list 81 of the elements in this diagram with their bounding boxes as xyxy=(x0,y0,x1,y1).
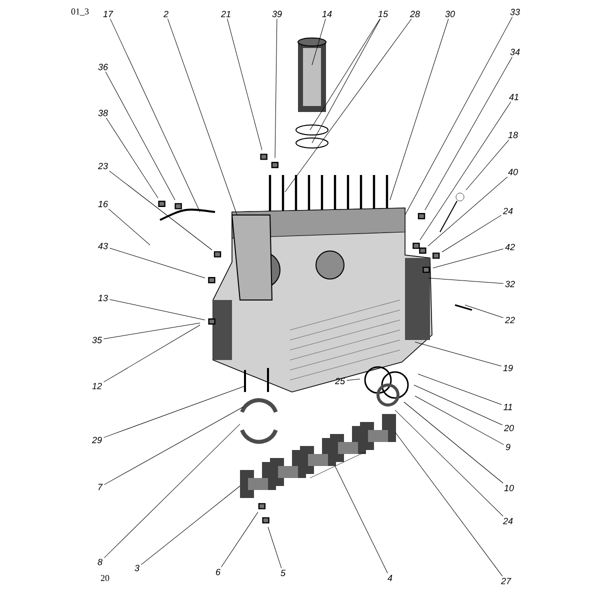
callout-number: 33 xyxy=(510,8,520,16)
callout-number: 39 xyxy=(272,10,282,18)
callout-number: 21 xyxy=(220,10,230,18)
callout-number: 41 xyxy=(509,94,518,100)
callout-number: 14 xyxy=(322,10,332,18)
leader-line xyxy=(104,406,244,485)
leader-line xyxy=(140,486,240,565)
callout-number: 25 xyxy=(334,378,346,384)
leader-line xyxy=(221,512,258,568)
callout-number: 9 xyxy=(506,444,510,450)
leader-line xyxy=(418,374,502,405)
callout-number: 15 xyxy=(378,10,388,18)
leader-line xyxy=(104,424,240,558)
callout-number: 27 xyxy=(500,578,512,584)
leader-line xyxy=(167,18,238,216)
callout-number: 24 xyxy=(502,518,513,524)
leader-line xyxy=(103,324,200,382)
leader-line xyxy=(110,18,200,212)
leader-line xyxy=(466,140,510,190)
callout-number: 7 xyxy=(98,484,103,490)
callout-number: 38 xyxy=(98,110,108,116)
callout-number: 35 xyxy=(92,336,102,344)
leader-line xyxy=(432,248,504,268)
callout-number: 40 xyxy=(508,168,518,176)
callout-number: 18 xyxy=(508,132,518,138)
leader-line xyxy=(414,342,502,366)
leader-line xyxy=(103,322,200,340)
callout-number: 22 xyxy=(504,316,515,324)
leader-line xyxy=(109,248,206,278)
callout-number: 42 xyxy=(505,244,515,250)
leader-line xyxy=(108,208,150,246)
leader-line xyxy=(428,278,504,284)
leader-line xyxy=(274,18,278,158)
callout-number: 5 xyxy=(280,570,286,576)
callout-number: 34 xyxy=(510,48,520,56)
callout-number: 4 xyxy=(388,574,392,582)
callout-number: 30 xyxy=(445,10,455,18)
leader-line xyxy=(414,384,503,426)
callout-number: 11 xyxy=(504,404,512,410)
leader-line xyxy=(312,18,326,66)
callout-number: 20 xyxy=(504,424,514,432)
leader-line xyxy=(420,102,512,240)
leader-line xyxy=(109,299,206,320)
leader-line xyxy=(109,170,212,250)
leader-line xyxy=(106,118,158,198)
leader-line xyxy=(103,386,246,438)
callout-number: 17 xyxy=(103,10,114,18)
callout-number: 28 xyxy=(410,10,420,18)
callout-number: 6 xyxy=(216,568,220,576)
callout-number: 23 xyxy=(98,162,108,170)
leader-line xyxy=(284,18,412,192)
leader-line xyxy=(346,378,360,381)
leader-line xyxy=(442,214,502,252)
leader-line xyxy=(394,410,504,516)
callout-number: 43 xyxy=(98,242,108,250)
leader-line xyxy=(414,396,504,445)
callout-number: 12 xyxy=(92,382,102,390)
callout-number: 16 xyxy=(98,200,108,208)
leader-line xyxy=(105,72,176,200)
leader-line xyxy=(268,526,282,568)
leader-line xyxy=(334,466,388,574)
leader-line xyxy=(404,16,513,216)
callout-number: 13 xyxy=(98,294,108,302)
leader-line xyxy=(394,432,503,576)
callout-number: 2 xyxy=(163,10,168,18)
leader-line xyxy=(404,402,504,484)
leader-line xyxy=(464,304,504,318)
page-number: 01_3 xyxy=(71,8,89,16)
leader-line xyxy=(390,18,449,200)
leader-line xyxy=(424,56,512,210)
callout-number: 3 xyxy=(134,564,140,572)
leader-line xyxy=(428,176,508,246)
callout-number: 29 xyxy=(92,436,102,444)
leader-line xyxy=(227,18,262,150)
callout-number: 32 xyxy=(505,280,515,288)
callout-number: 8 xyxy=(98,558,102,566)
callout-number: 19 xyxy=(503,364,513,372)
callout-number: 10 xyxy=(504,484,514,492)
callout-number: 36 xyxy=(98,64,108,70)
page-number: 20 xyxy=(100,574,110,582)
callout-number: 24 xyxy=(502,208,513,214)
